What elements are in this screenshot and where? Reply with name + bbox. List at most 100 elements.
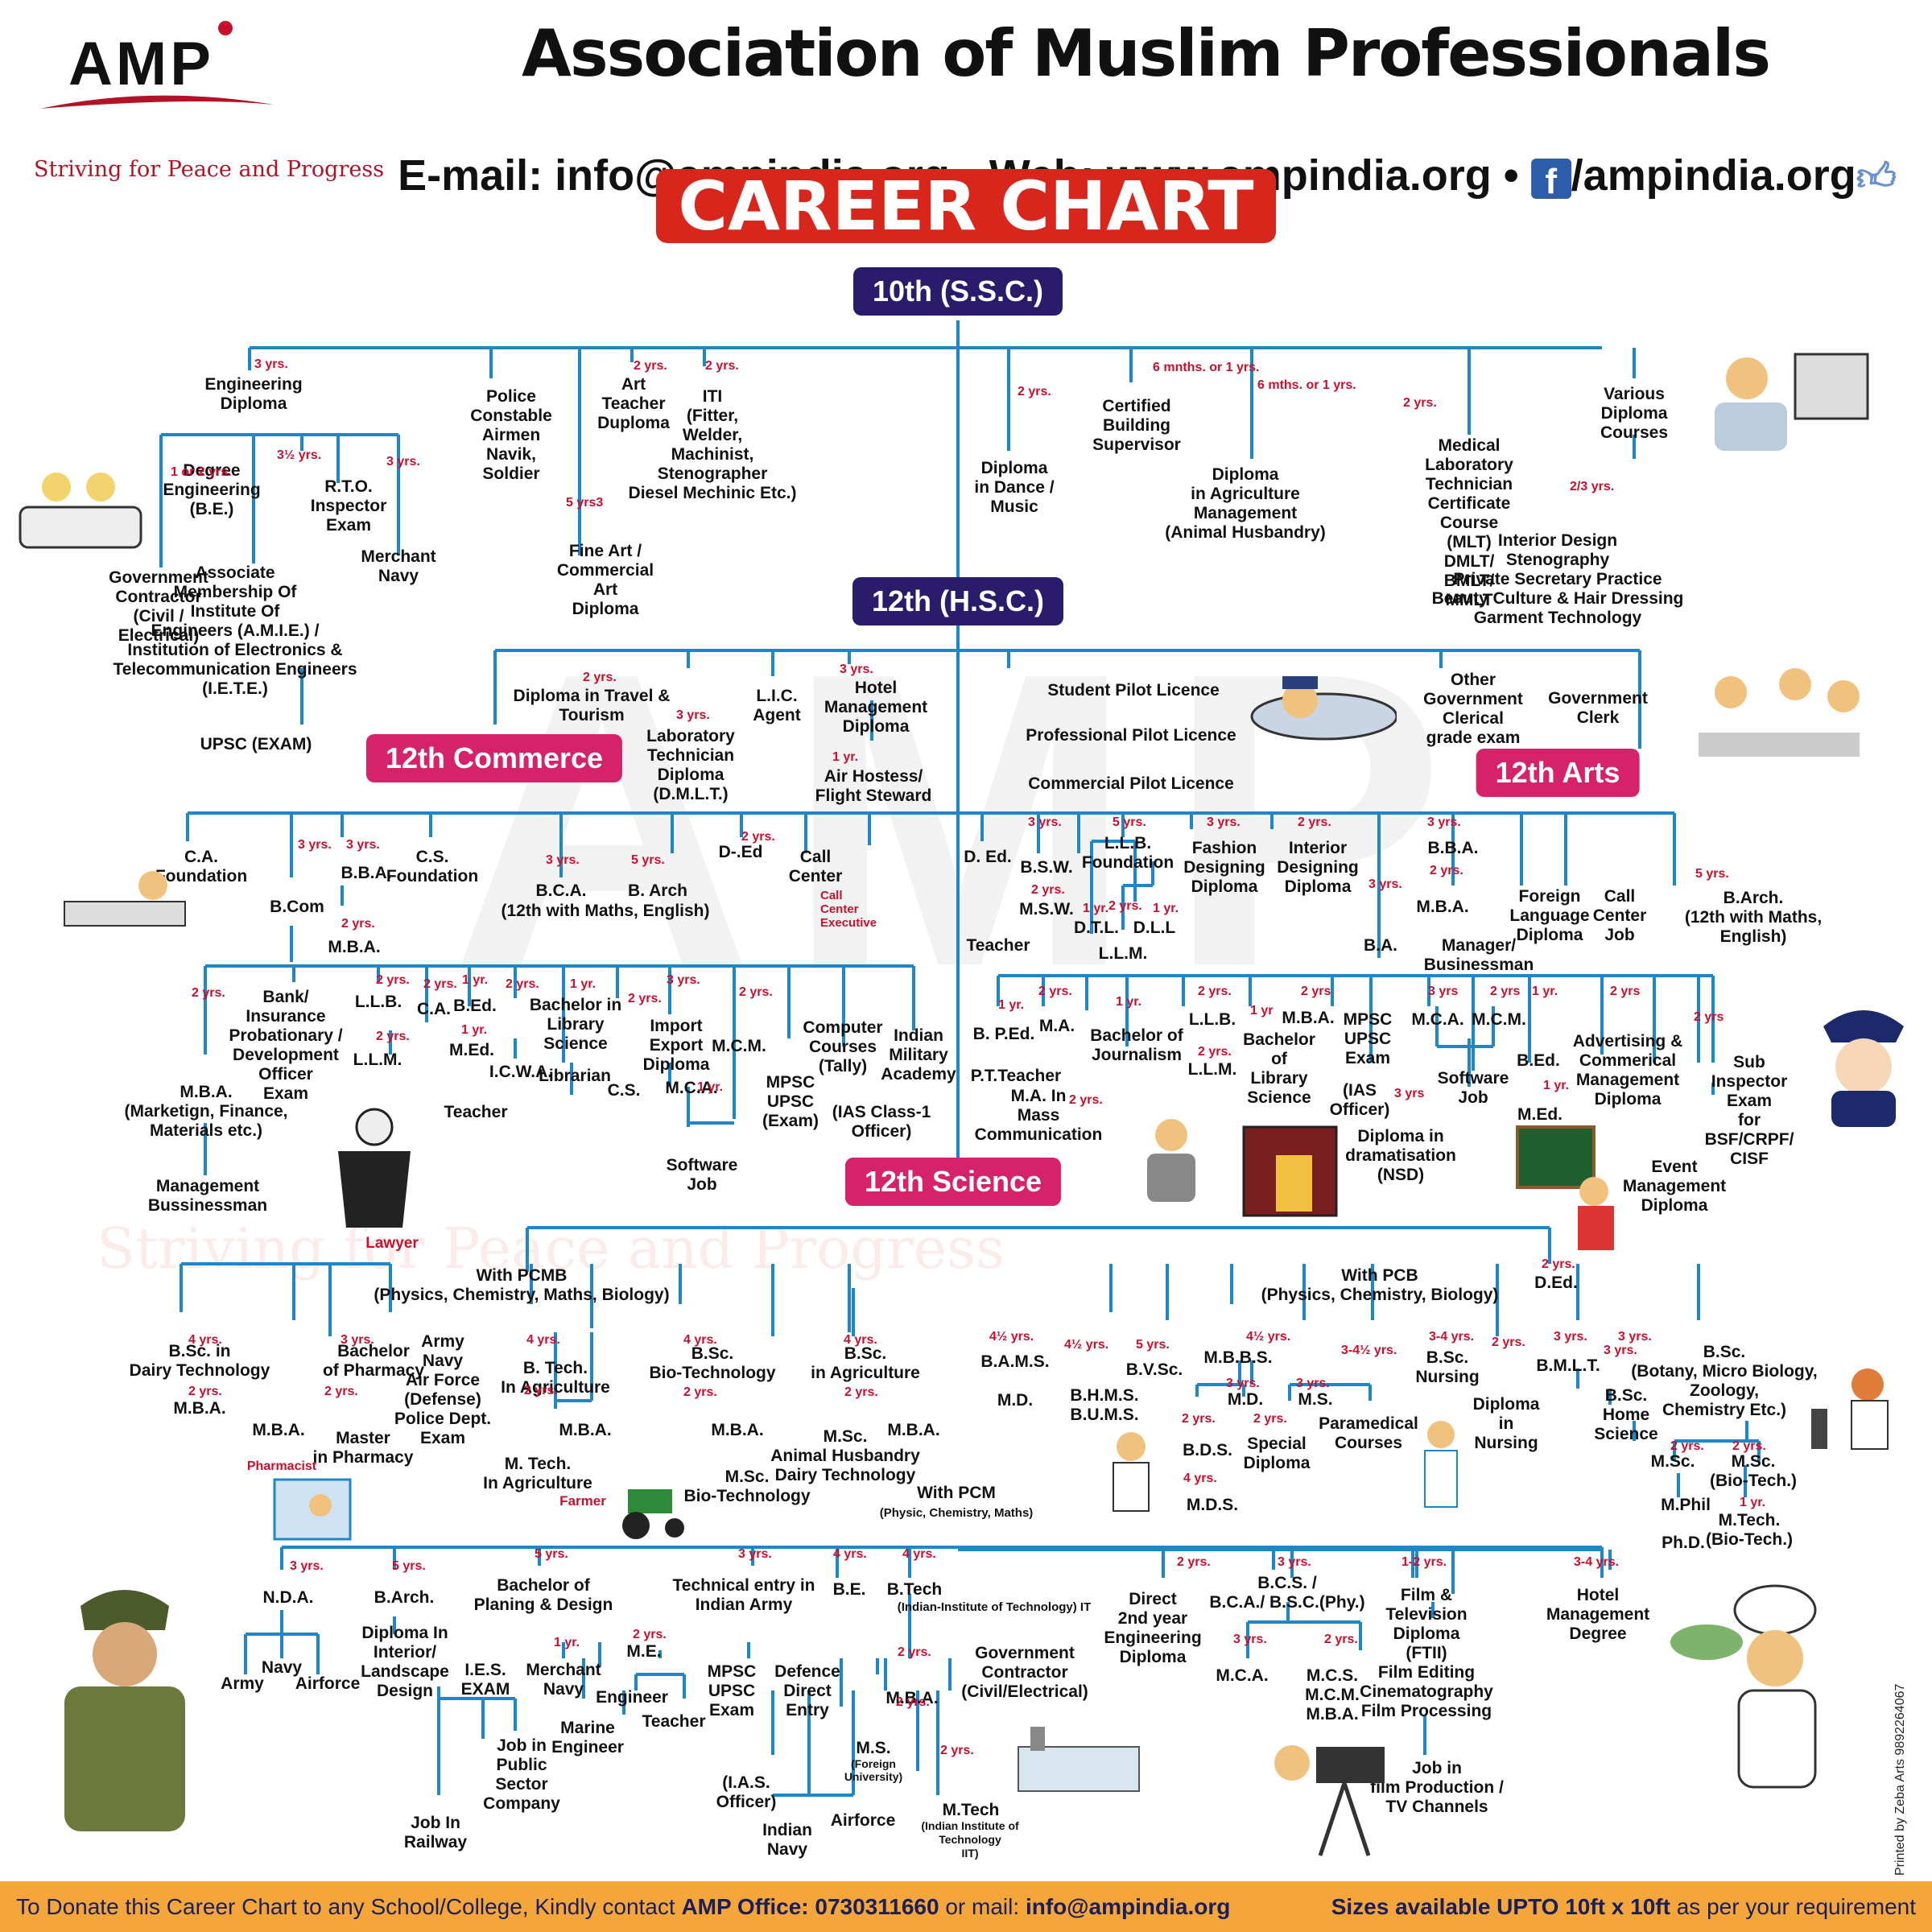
pilot-airplane-icon bbox=[1250, 676, 1397, 741]
reporter-icon bbox=[1147, 1119, 1195, 1202]
career-node: M. Tech. In Agriculture bbox=[483, 1455, 592, 1492]
police-officer-icon bbox=[1823, 1010, 1904, 1127]
footer-right: Sizes available UPTO 10ft x 10ft as per … bbox=[1331, 1894, 1916, 1919]
duration-label: 5 yrs. bbox=[631, 853, 665, 867]
duration-label: 2 yrs. bbox=[683, 1385, 717, 1399]
box-science: 12th Science bbox=[844, 1158, 1062, 1206]
career-node: B.Arch. bbox=[374, 1588, 435, 1607]
career-node: Certified Building Supervisor bbox=[1092, 397, 1181, 454]
footer-mail-link[interactable]: info@ampindia.org bbox=[1025, 1894, 1231, 1919]
career-node: Ph.D. bbox=[1662, 1534, 1705, 1552]
duration-label: 1 yr. bbox=[1532, 985, 1558, 998]
career-node: B.M.L.T. bbox=[1536, 1356, 1600, 1375]
career-node: B.Com bbox=[270, 898, 324, 916]
career-node: Other Government Clerical grade exam bbox=[1423, 671, 1523, 747]
career-node: B.H.M.S. B.U.M.S. bbox=[1070, 1386, 1139, 1424]
engineers-icon bbox=[19, 473, 142, 549]
thumbs-up-icon: 👍︎ bbox=[1856, 156, 1897, 199]
duration-label: 3 yrs. bbox=[386, 455, 420, 469]
duration-label: 1 yr. bbox=[1543, 1079, 1570, 1092]
duration-label: 3 yrs. bbox=[667, 973, 700, 987]
career-node: Engineer bbox=[596, 1688, 668, 1707]
career-node: B.Sc. Home Science bbox=[1594, 1386, 1658, 1443]
duration-label: 2 yrs. bbox=[1253, 1412, 1287, 1426]
duration-label: 2 yrs. bbox=[1031, 883, 1065, 897]
career-node: B.C.A. bbox=[535, 881, 587, 900]
duration-label: 2 yrs. bbox=[634, 359, 667, 373]
career-node: B.C.S. / B.C.A./ B.S.C.(Phy.) bbox=[1209, 1574, 1365, 1612]
career-node: Army Navy Air Force (Defense) Police Dep… bbox=[394, 1332, 492, 1447]
career-node: Master in Pharmacy bbox=[312, 1429, 414, 1467]
career-node: B.Sc. (Botany, Micro Biology, Zoology, C… bbox=[1631, 1343, 1818, 1419]
career-node: Diploma in Dance / Music bbox=[974, 459, 1055, 516]
duration-label: 4 yrs. bbox=[1183, 1472, 1217, 1485]
career-node: Librarian bbox=[539, 1067, 611, 1085]
facebook-icon: f bbox=[1530, 159, 1571, 201]
label-mtech-note: (Indian Institute of Technology IIT) bbox=[921, 1819, 1019, 1860]
career-node: Indian Navy bbox=[762, 1821, 812, 1859]
career-node: P.T.Teacher bbox=[970, 1067, 1062, 1085]
scientist-microscope-icon bbox=[1811, 1368, 1889, 1450]
career-node: M.C.A. bbox=[1411, 1010, 1464, 1029]
duration-label: 3 yrs. bbox=[1554, 1330, 1587, 1344]
career-node: R.T.O. Inspector Exam bbox=[310, 477, 387, 535]
duration-label: 2 yrs. bbox=[1198, 1045, 1232, 1059]
career-node: Event Management Diploma bbox=[1622, 1158, 1727, 1215]
career-node: B.V.Sc. bbox=[1125, 1360, 1183, 1379]
career-node: L.L.M. bbox=[1098, 944, 1148, 963]
career-node: D.T.L. bbox=[1074, 919, 1119, 937]
career-node: B.S.W. bbox=[1020, 858, 1073, 877]
duration-label: 3-4½ yrs. bbox=[1341, 1344, 1397, 1357]
duration-label: 3 yrs. bbox=[546, 853, 580, 867]
career-node: Computer Courses (Tally) bbox=[803, 1018, 883, 1075]
career-node: Air Hostess/ Flight Steward bbox=[815, 767, 932, 805]
duration-label: 1 yr. bbox=[1740, 1496, 1766, 1509]
duration-label: 5 yrs. bbox=[392, 1559, 426, 1573]
career-node: M.B.A. bbox=[1282, 1009, 1335, 1027]
career-node: M.C.M. bbox=[712, 1037, 766, 1055]
duration-label: 2 yrs. bbox=[192, 986, 225, 1000]
duration-label: 1 yr. bbox=[1116, 995, 1142, 1009]
career-node: Fine Art / Commercial Art Diploma bbox=[556, 542, 654, 618]
duration-label: 4 yrs. bbox=[526, 1333, 560, 1347]
duration-label: 5 yrs. bbox=[1695, 867, 1729, 881]
logo-tagline: Striving for Peace and Progress bbox=[34, 157, 385, 182]
career-node: Bachelor of Journalism bbox=[1090, 1026, 1183, 1064]
career-node: Police Constable Airmen Navik, Soldier bbox=[470, 387, 552, 483]
duration-label: 2 yrs. bbox=[940, 1744, 974, 1757]
career-node: Various Diploma Courses bbox=[1600, 385, 1669, 442]
duration-label: 2 yrs. bbox=[324, 1385, 358, 1398]
career-node: Airforce bbox=[830, 1811, 896, 1830]
doctor-icon bbox=[1113, 1432, 1150, 1512]
tractor-icon bbox=[622, 1489, 684, 1539]
duration-label: 3 yrs. bbox=[341, 1333, 374, 1347]
career-node: M.B.A. bbox=[559, 1421, 612, 1439]
duration-label: 1 yr. bbox=[1153, 902, 1179, 915]
career-node: MPSC UPSC Exam bbox=[1343, 1010, 1393, 1067]
facebook-link[interactable]: /ampindia.org bbox=[1571, 151, 1856, 200]
career-node: N.D.A. bbox=[262, 1588, 314, 1607]
duration-label: 3 yrs. bbox=[1427, 815, 1461, 829]
career-node: UPSC (EXAM) bbox=[200, 735, 312, 753]
duration-label: 3 yrs bbox=[1394, 1087, 1425, 1100]
nurse-icon bbox=[1424, 1421, 1458, 1508]
box-ssc: 10th (S.S.C.) bbox=[852, 267, 1063, 316]
duration-label: 6 mths. or 1 yrs. bbox=[1257, 378, 1356, 392]
career-node: L.L.M. bbox=[1187, 1060, 1237, 1079]
career-node: Bank/ Insurance Probationary / Developme… bbox=[229, 988, 343, 1103]
duration-label: 2 yrs. bbox=[188, 1385, 222, 1398]
duration-label: 3-4 yrs. bbox=[1574, 1555, 1620, 1569]
career-node: Foreign Language Diploma bbox=[1509, 887, 1590, 944]
printed-by: Printed by Zeba Arts 9892264067 bbox=[1893, 1683, 1907, 1876]
career-node: Navy bbox=[261, 1658, 303, 1677]
career-node: M.S. bbox=[856, 1739, 891, 1757]
duration-label: 2 yrs. bbox=[1732, 1439, 1766, 1453]
career-node: M.C.A. bbox=[665, 1079, 718, 1097]
caption-farmer: Farmer bbox=[559, 1493, 606, 1509]
label-with-pcm-sub: (Physic, Chemistry, Maths) bbox=[879, 1506, 1034, 1520]
duration-label: 2 yrs. bbox=[705, 359, 739, 373]
career-node: M.E. bbox=[626, 1642, 662, 1661]
career-node: Teacher bbox=[642, 1712, 706, 1731]
career-node: Diploma in Agriculture Management (Anima… bbox=[1165, 465, 1326, 542]
career-node: M.B.A. (Marketign, Finance, Materials et… bbox=[124, 1083, 288, 1140]
